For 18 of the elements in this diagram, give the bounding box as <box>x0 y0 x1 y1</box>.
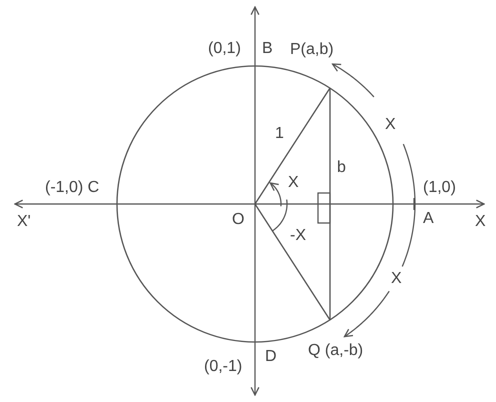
point-label: P(a,b) <box>290 42 334 58</box>
coordinate-label: (0,1) <box>208 41 241 57</box>
axis-label: X <box>475 214 486 230</box>
coordinate-label: (1,0) <box>423 180 456 196</box>
arc-label: X <box>385 117 396 133</box>
length-label: 1 <box>275 126 284 142</box>
point-label: B <box>262 41 273 57</box>
point-label: Q (a,-b) <box>308 343 364 359</box>
length-label: b <box>337 160 346 176</box>
point-label: O <box>232 212 244 228</box>
point-label: (-1,0) C <box>45 180 100 196</box>
point-label: D <box>265 349 277 365</box>
axis-label: X' <box>17 214 31 230</box>
angle-label: X <box>288 175 299 191</box>
angle-label: -X <box>290 228 306 244</box>
coordinate-label: (0,-1) <box>204 359 242 375</box>
arc-label: X <box>391 271 402 287</box>
point-label: A <box>423 211 434 227</box>
